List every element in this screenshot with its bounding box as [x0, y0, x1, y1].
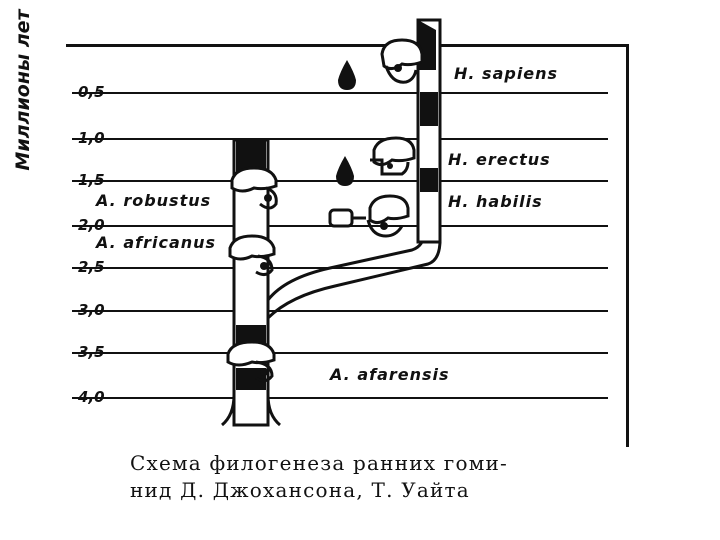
caption-line: Схема филогенеза ранних гоми-	[130, 450, 630, 477]
caption-line: нид Д. Джохансона, Т. Уайта	[130, 477, 630, 504]
stone-tool-icon	[330, 210, 366, 226]
taxon-label-a-afarensis: A. afarensis	[328, 365, 452, 384]
trunk-band	[420, 168, 438, 192]
skull-icon	[370, 138, 414, 174]
taxon-label-a-africanus: A. africanus	[94, 233, 218, 252]
taxon-label-h-erectus: H. erectus	[446, 150, 553, 169]
taxon-label-h-sapiens: H. sapiens	[452, 64, 560, 83]
skull-icon	[368, 196, 408, 236]
skull-icon	[382, 40, 422, 82]
homo-branch-lower	[268, 232, 424, 300]
teardrop-icon	[336, 156, 354, 186]
trunk-band	[420, 92, 438, 126]
taxon-label-a-robustus: A. robustus	[94, 191, 213, 210]
teardrop-icon	[338, 60, 356, 90]
figure-caption: Схема филогенеза ранних гоми- нид Д. Джо…	[130, 450, 630, 504]
taxon-label-h-habilis: H. habilis	[446, 192, 545, 211]
